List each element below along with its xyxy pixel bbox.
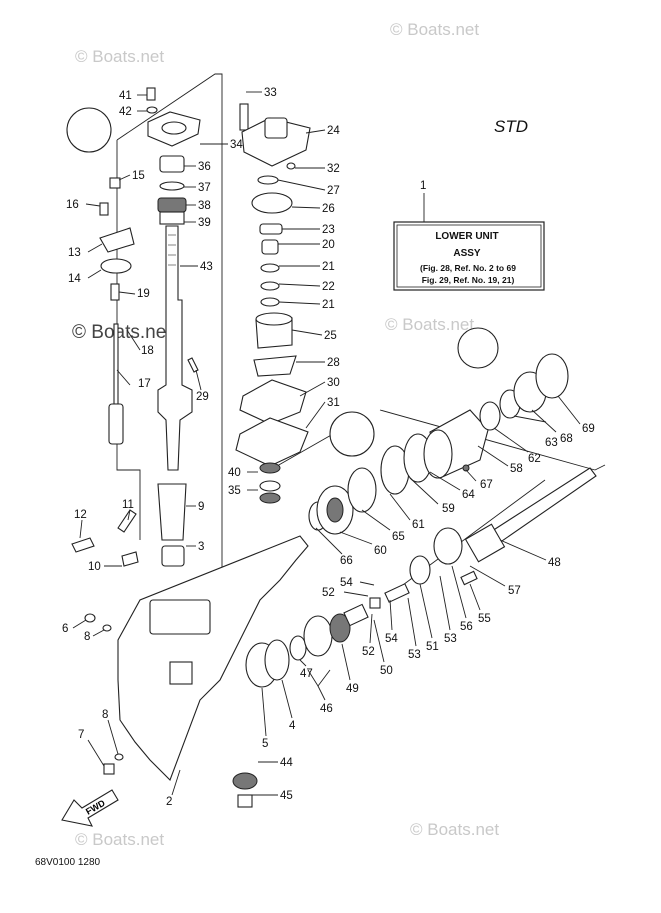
callout-29: 29 <box>196 391 209 403</box>
callout-15: 15 <box>132 170 145 182</box>
watermarks: © Boats.net © Boats.net © Boats.net © Bo… <box>72 20 499 849</box>
callout-24: 24 <box>327 125 340 137</box>
callout-50: 50 <box>380 665 393 677</box>
callout-33: 33 <box>264 87 277 99</box>
callout-18: 18 <box>141 345 154 357</box>
callout-68: 68 <box>560 433 573 445</box>
callout-25: 25 <box>324 330 337 342</box>
callout-46: 46 <box>320 703 333 715</box>
assy-line-3: (Fig. 28, Ref. No. 2 to 69 <box>420 263 516 273</box>
callout-12: 12 <box>74 509 87 521</box>
callout-10: 10 <box>88 561 101 573</box>
fwd-arrow: FWD <box>61 789 119 827</box>
leader-lines <box>72 91 581 796</box>
watermark-mid-right: © Boats.net <box>385 315 474 334</box>
callout-37: 37 <box>198 182 211 194</box>
callout-54-lower: 54 <box>385 633 398 645</box>
callout-11: 11 <box>122 499 134 511</box>
callout-20: 20 <box>322 239 335 251</box>
callout-52-upper: 52 <box>322 587 335 599</box>
callout-41: 41 <box>119 90 132 102</box>
callout-19: 19 <box>137 288 150 300</box>
callout-8-upper: 8 <box>84 631 90 643</box>
callout-5: 5 <box>262 738 268 750</box>
callout-7: 7 <box>78 729 84 741</box>
callout-28: 28 <box>327 357 340 369</box>
callout-60: 60 <box>374 545 387 557</box>
assy-reference-box: 1 LOWER UNIT ASSY (Fig. 28, Ref. No. 2 t… <box>393 180 545 291</box>
callout-4: 4 <box>289 720 296 732</box>
assy-line-2: ASSY <box>453 248 481 259</box>
watermark-mid-left: © Boats.net <box>72 322 172 343</box>
callout-9: 9 <box>198 501 204 513</box>
callout-56: 56 <box>460 621 473 633</box>
callout-30: 30 <box>327 377 340 389</box>
callout-69: 69 <box>582 423 595 435</box>
std-label: STD <box>494 117 528 136</box>
callout-16: 16 <box>66 199 79 211</box>
callout-47: 47 <box>300 668 313 680</box>
callout-45: 45 <box>280 790 293 802</box>
callout-62: 62 <box>528 453 541 465</box>
callout-59: 59 <box>442 503 455 515</box>
callout-1: 1 <box>420 180 426 192</box>
footer-code: 68V0100 1280 <box>35 857 101 868</box>
callout-38: 38 <box>198 200 211 212</box>
callout-8-lower: 8 <box>102 709 108 721</box>
callout-14: 14 <box>68 273 81 285</box>
callout-42: 42 <box>119 106 132 118</box>
parts-illustration <box>66 87 597 808</box>
callout-32: 32 <box>327 163 340 175</box>
callout-53-lower: 53 <box>408 649 421 661</box>
callout-61: 61 <box>412 519 425 531</box>
callout-21-lower: 21 <box>322 299 335 311</box>
callout-21-upper: 21 <box>322 261 335 273</box>
callout-13: 13 <box>68 247 81 259</box>
callout-2: 2 <box>166 796 172 808</box>
callout-6: 6 <box>62 623 68 635</box>
callout-53-upper: 53 <box>444 633 457 645</box>
callout-43: 43 <box>200 261 213 273</box>
callout-52-lower: 52 <box>362 646 375 658</box>
callout-44: 44 <box>280 757 293 769</box>
callout-36: 36 <box>198 161 211 173</box>
assy-line-4: Fig. 29, Ref. No. 19, 21) <box>422 275 515 285</box>
callout-49: 49 <box>346 683 359 695</box>
callout-48: 48 <box>548 557 561 569</box>
callout-34: 34 <box>230 139 243 151</box>
watermark-top-left: © Boats.net <box>75 47 164 66</box>
callout-54-upper: 54 <box>340 577 353 589</box>
callout-40: 40 <box>228 467 241 479</box>
callout-64: 64 <box>462 489 475 501</box>
callout-31: 31 <box>327 397 340 409</box>
callout-17: 17 <box>138 378 151 390</box>
watermark-top-right: © Boats.net <box>390 20 479 39</box>
assy-line-1: LOWER UNIT <box>435 231 498 242</box>
callout-27: 27 <box>327 185 340 197</box>
callout-3: 3 <box>198 541 204 553</box>
callout-58: 58 <box>510 463 523 475</box>
callout-67: 67 <box>480 479 493 491</box>
callout-23: 23 <box>322 224 335 236</box>
callout-55: 55 <box>478 613 491 625</box>
watermark-bottom-right: © Boats.net <box>410 820 499 839</box>
callout-39: 39 <box>198 217 211 229</box>
callout-numbers: 41 42 34 36 37 38 39 43 33 24 32 27 26 2… <box>62 87 595 808</box>
callout-57: 57 <box>508 585 521 597</box>
callout-26: 26 <box>322 203 335 215</box>
watermark-bottom-left: © Boats.net <box>75 830 164 849</box>
callout-35: 35 <box>228 485 241 497</box>
callout-22: 22 <box>322 281 335 293</box>
callout-65: 65 <box>392 531 405 543</box>
callout-66: 66 <box>340 555 353 567</box>
callout-63: 63 <box>545 437 558 449</box>
callout-51: 51 <box>426 641 439 653</box>
